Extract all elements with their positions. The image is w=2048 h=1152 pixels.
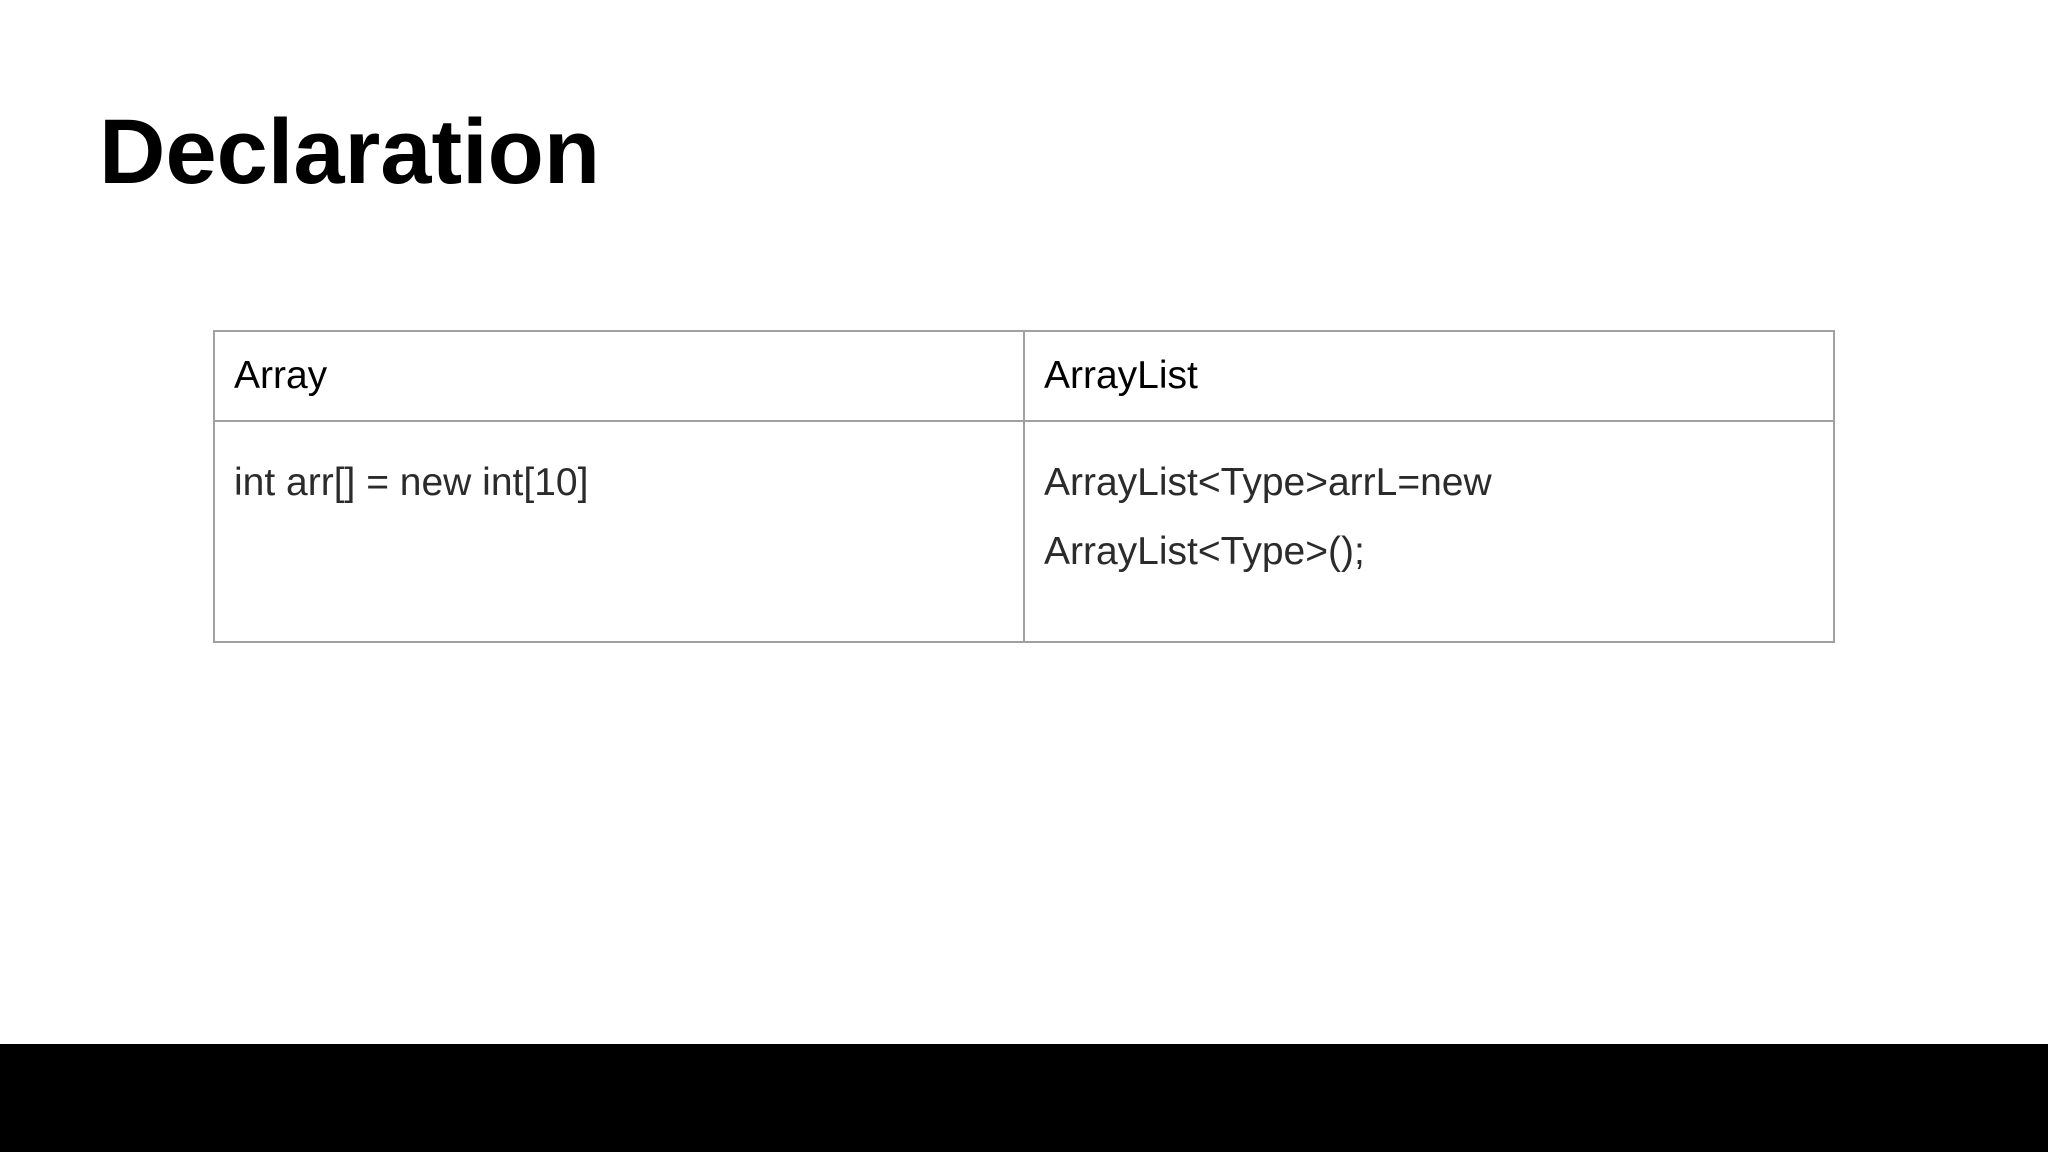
slide-title: Declaration — [99, 101, 601, 203]
bottom-black-bar — [0, 1044, 2048, 1152]
array-declaration-code: int arr[] = new int[10] — [234, 461, 589, 504]
array-declaration-cell: int arr[] = new int[10] — [213, 420, 1025, 643]
arraylist-declaration-cell: ArrayList<Type>arrL=new ArrayList<Type>(… — [1023, 420, 1835, 643]
comparison-table: Array ArrayList int arr[] = new int[10] … — [213, 330, 1835, 643]
slide: Declaration Array ArrayList int arr[] = … — [99, 101, 1835, 643]
header-arraylist: ArrayList — [1023, 330, 1835, 422]
arraylist-declaration-line-2: ArrayList<Type>(); — [1044, 530, 1365, 573]
header-array: Array — [213, 330, 1025, 422]
table-header-row: Array ArrayList — [213, 330, 1835, 422]
arraylist-declaration-line-1: ArrayList<Type>arrL=new — [1044, 461, 1492, 504]
table-row: int arr[] = new int[10] ArrayList<Type>a… — [213, 420, 1835, 643]
